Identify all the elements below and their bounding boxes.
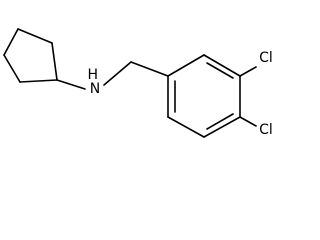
bond-ring-4 [19,79,58,83]
amine-linker [56,61,169,90]
bond-methylene-to-ring [130,61,169,77]
bond-ring-5 [51,42,58,81]
cyclopentane-ring [3,28,58,83]
bond-to-chlorine-top [239,66,257,77]
nitrogen-hydrogen-label: H N [88,67,103,97]
bond-ring-3 [3,54,21,83]
bond-ring-to-nitrogen [56,79,86,90]
chlorine-top-label: Cl [259,50,273,66]
benzene-ring [167,54,241,138]
bond-to-chlorine-bottom [239,116,257,127]
bond-ring-1 [17,28,53,44]
bond-benzene-double-2 [206,113,234,130]
bond-nitrogen-to-methylene [103,61,132,86]
bond-benzene-1 [167,54,205,77]
bond-benzene-5 [167,116,205,138]
bond-benzene-2 [203,54,241,77]
chlorine-bottom-label: Cl [259,122,273,138]
chemical-structure-diagram: H N Cl Cl [3,28,273,138]
bond-benzene-4 [203,116,241,138]
bond-ring-2 [3,28,19,56]
chlorine-bonds [239,66,257,127]
bond-benzene-double-1 [206,62,234,79]
